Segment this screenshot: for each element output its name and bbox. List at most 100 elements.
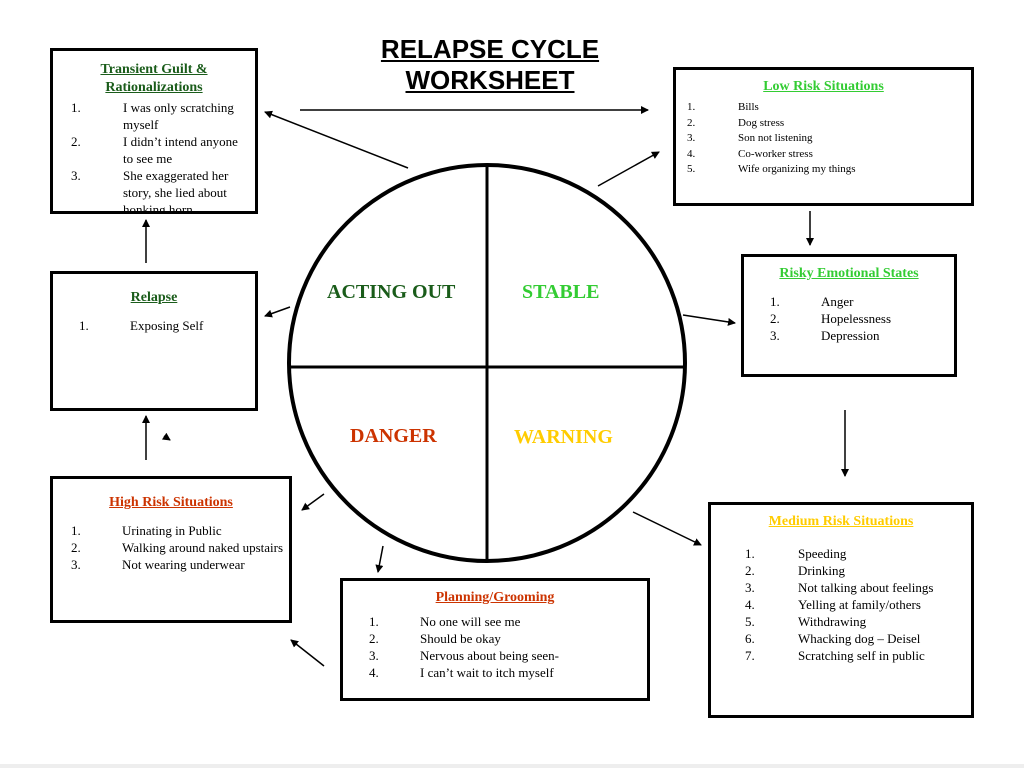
list-item: 5. Wife organizing my things — [687, 162, 971, 178]
list-item: 4.Co-worker stress — [687, 147, 971, 163]
list-item-text: I didn’t intend anyone to see me — [123, 134, 238, 166]
list-item: 5. Withdrawing — [745, 613, 960, 630]
list-item-text: Dog stress — [738, 116, 785, 129]
risky-emotional-title: Risky Emotional States — [779, 266, 919, 281]
list-item-number: 6. — [745, 631, 755, 646]
list-item-number: 4. — [745, 597, 755, 612]
list-item: 6. Whacking dog – Deisel — [745, 630, 960, 647]
list-item: 3. She exaggerated her story, she lied a… — [71, 167, 251, 214]
high-risk-box: High Risk Situations 1. Urinating in Publ… — [50, 476, 292, 623]
planning-title: Planning/Grooming — [435, 590, 555, 605]
arrow-circle-to-emotional — [682, 314, 736, 326]
quadrant-stable-label: STABLE — [522, 281, 600, 303]
list-item-text: Not talking about feelings — [798, 580, 934, 595]
list-item-text: Walking around naked upstairs — [122, 540, 284, 555]
list-item-number: 2. — [745, 563, 755, 578]
list-item-text: Speeding — [798, 546, 847, 561]
list-item-number: 3. — [369, 648, 379, 663]
list-item: 3. Not wearing underwear — [71, 556, 286, 573]
quadrant-stable: STABLE — [522, 281, 599, 304]
quadrant-warning: WARNING — [514, 426, 613, 449]
list-item: 3.Depression — [770, 327, 954, 344]
list-item-number: 7. — [745, 648, 755, 663]
list-item-number: 3. — [745, 580, 755, 595]
arrow-circle-to-relapse — [264, 306, 291, 318]
low-risk-box: Low Risk Situations 1. Bills 2. Dog stress 3… — [673, 67, 974, 206]
list-item-number: 2. — [687, 116, 696, 129]
list-item-number: 3. — [770, 328, 780, 343]
arrow-circle-to-medium — [632, 511, 702, 546]
quadrant-acting-out-label: ACTING OUT — [327, 281, 456, 303]
list-item: 1.Anger — [770, 293, 954, 310]
list-item-number: 1. — [369, 614, 379, 629]
list-item-number: 1. — [71, 523, 81, 538]
list-item-number: 4. — [369, 665, 379, 680]
list-item-text: Wife organizing my things — [738, 163, 856, 175]
list-item: 2.Hopelessness — [770, 310, 954, 327]
list-item: 2.I didn’t intend anyone to see me — [71, 133, 251, 167]
list-item-text: Nervous about being seen- — [420, 648, 559, 663]
list-item-text: Hopelessness — [821, 311, 892, 326]
arrow-circle-to-high-risk — [301, 493, 325, 511]
list-item-number: 1. — [745, 546, 755, 561]
quadrant-danger-label: DANGER — [350, 425, 437, 447]
high-risk-list: 1. Urinating in Public 2. Walking around na… — [53, 522, 286, 573]
list-item-text: I was only scratching myself — [123, 100, 234, 132]
page-bottom-edge — [0, 764, 1024, 768]
list-item-text: Drinking — [798, 563, 845, 578]
list-item-number: 3. — [71, 557, 81, 572]
list-item-number: 2. — [71, 540, 81, 555]
list-item-text: Should be okay — [420, 631, 501, 646]
list-item: 3. Son not listening — [687, 131, 971, 147]
list-item-text: Co-worker stress — [738, 147, 813, 160]
list-item-text: Scratching self in public — [798, 648, 925, 663]
list-item: 4.I can’t wait to itch myself — [369, 664, 647, 681]
arrow-circle-to-planning — [375, 545, 384, 573]
list-item: 1.Exposing Self — [79, 317, 255, 334]
arrow-circle-to-low-risk — [597, 151, 660, 187]
low-risk-list: 1. Bills 2. Dog stress 3. Son not listening 4.… — [676, 100, 971, 178]
list-item-text: Anger — [821, 294, 854, 309]
list-item-text: Yelling at family/others — [798, 597, 921, 612]
medium-risk-list: 1. Speeding 2. Drinking 3. Not talking about … — [711, 545, 960, 664]
list-item-number: 5. — [745, 614, 755, 629]
arrow-circle-to-guilt — [264, 110, 409, 169]
list-item-text: No one will see me — [420, 614, 521, 629]
arrow-stray-mark — [161, 432, 171, 441]
transient-guilt-box: Transient Guilt & Rationalizations 1. I w… — [50, 48, 258, 214]
list-item: 3. Not talking about feelings — [745, 579, 960, 596]
list-item-number: 5. — [687, 163, 696, 175]
list-item: 7. Scratching self in public — [745, 647, 960, 664]
list-item-text: Son not listening — [738, 132, 813, 144]
relapse-list: 1.Exposing Self — [53, 317, 255, 334]
worksheet-title: RELAPSE CYCLE WORKSHEET — [360, 34, 620, 96]
cycle-circle — [287, 163, 687, 563]
list-item-text: Whacking dog – Deisel — [798, 631, 921, 646]
list-item-text: Withdrawing — [798, 614, 867, 629]
list-item-text: Urinating in Public — [122, 523, 222, 538]
list-item-number: 1. — [71, 100, 81, 115]
list-item-text: Bills — [738, 101, 759, 113]
list-item-number: 1. — [79, 318, 89, 333]
title-line-1: RELAPSE CYCLE — [380, 34, 600, 64]
arrow-planning-to-high-risk — [290, 639, 325, 667]
list-item: 3. Nervous about being seen- — [369, 647, 647, 664]
high-risk-title: High Risk Situations — [109, 495, 233, 510]
list-item: 2. Dog stress — [687, 116, 971, 132]
list-item: 4. Yelling at family/others — [745, 596, 960, 613]
list-item: 2. Drinking — [745, 562, 960, 579]
list-item-text: Not wearing underwear — [122, 557, 245, 572]
list-item-number: 1. — [687, 101, 696, 113]
quadrant-warning-label: WARNING — [514, 426, 613, 448]
transient-guilt-title: Transient Guilt & Rationalizations — [100, 62, 208, 95]
list-item: 1. I was only scratching myself — [71, 99, 251, 133]
low-risk-title: Low Risk Situations — [763, 79, 884, 94]
list-item-text: She exaggerated her story, she lied abou… — [123, 168, 229, 214]
list-item-number: 3. — [687, 132, 696, 144]
list-item: 2.Should be okay — [369, 630, 647, 647]
